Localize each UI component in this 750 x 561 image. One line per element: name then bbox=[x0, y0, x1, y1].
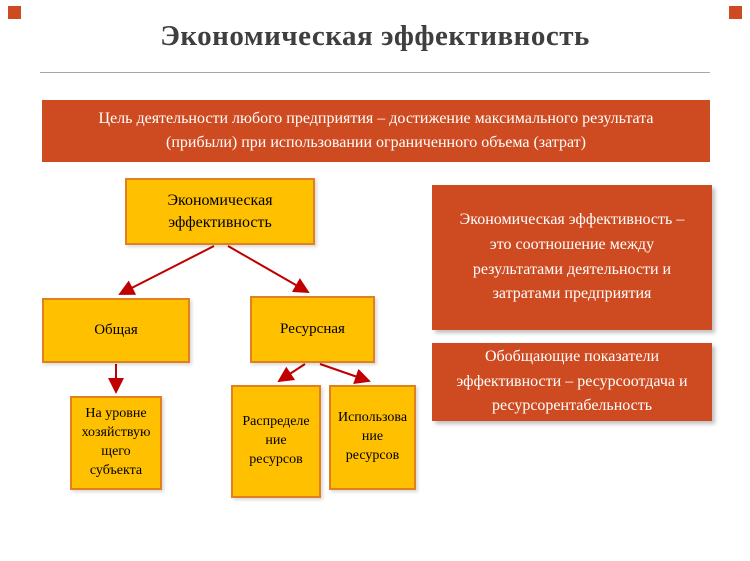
corner-accent-left-icon bbox=[8, 6, 21, 19]
flow-box-general-label: Общая bbox=[94, 322, 138, 339]
arrow-resource-to-leaf2 bbox=[319, 363, 371, 384]
flow-box-root: Экономическая эффективность bbox=[125, 178, 315, 245]
indicators-box: Обобщающие показатели эффективности – ре… bbox=[432, 343, 712, 421]
flow-box-resource-label: Ресурсная bbox=[280, 321, 345, 338]
goal-banner: Цель деятельности любого предприятия – д… bbox=[42, 100, 710, 162]
indicators-box-text: Обобщающие показатели эффективности – ре… bbox=[456, 347, 688, 415]
arrow-root-to-general bbox=[118, 245, 215, 295]
goal-banner-text: Цель деятельности любого предприятия – д… bbox=[98, 110, 654, 151]
title-divider bbox=[40, 72, 710, 73]
flow-box-general-leaf: На уровне хозяйствую щего субъекта bbox=[70, 396, 162, 490]
arrow-resource-to-leaf1 bbox=[277, 363, 306, 383]
flow-box-distribution: Распределе ние ресурсов bbox=[231, 385, 321, 498]
flow-box-general-leaf-label: На уровне хозяйствую щего субъекта bbox=[81, 406, 151, 478]
flow-box-usage-label: Использова ние ресурсов bbox=[337, 410, 408, 463]
flow-box-distribution-label: Распределе ние ресурсов bbox=[242, 414, 310, 467]
definition-box-text: Экономическая эффективность – это соотно… bbox=[459, 210, 685, 303]
definition-box: Экономическая эффективность – это соотно… bbox=[432, 185, 712, 330]
corner-accent-right-icon bbox=[729, 6, 742, 19]
flow-box-general: Общая bbox=[42, 298, 190, 363]
flow-box-usage: Использова ние ресурсов bbox=[329, 385, 416, 490]
flow-box-root-label: Экономическая эффективность bbox=[167, 191, 273, 231]
arrow-root-to-resource bbox=[227, 245, 310, 293]
slide-title: Экономическая эффективность bbox=[160, 20, 590, 52]
flow-box-resource: Ресурсная bbox=[250, 296, 375, 363]
